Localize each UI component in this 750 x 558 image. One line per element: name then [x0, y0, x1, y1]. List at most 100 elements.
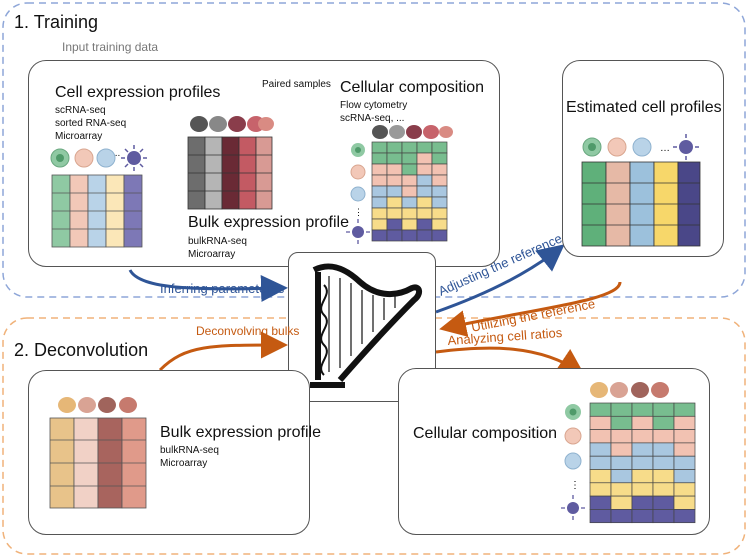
deconv-bulk-line-2: Microarray — [160, 458, 208, 469]
composition-cell — [673, 415, 696, 430]
cell-icons-ellipsis: ... — [112, 148, 121, 159]
composition-cell — [416, 163, 433, 176]
composition-cell — [673, 442, 696, 457]
composition-cell — [416, 152, 433, 165]
composition-cell — [631, 402, 654, 417]
composition-cell — [610, 469, 633, 484]
deconvolving-label: Deconvolving bulks — [196, 324, 300, 338]
utilizing-arrow — [439, 281, 622, 337]
composition-cell — [652, 469, 675, 484]
tissue-icons-composition — [372, 125, 453, 139]
composition-cell — [431, 141, 448, 154]
composition-cell — [673, 482, 696, 497]
composition-cell — [371, 152, 388, 165]
tissue-icons-training — [190, 116, 274, 132]
composition-cell — [416, 207, 433, 220]
composition-cell — [652, 509, 675, 524]
composition-cell — [589, 509, 612, 524]
training-composition-line-1: Flow cytometry — [340, 100, 408, 111]
svg-text:…: … — [660, 143, 670, 154]
adjusting-arrow — [435, 244, 565, 314]
inferring-arrow — [128, 269, 288, 303]
composition-cell — [673, 495, 696, 510]
cell-icons-training — [50, 145, 147, 171]
composition-cell — [416, 174, 433, 187]
composition-cell — [610, 402, 633, 417]
composition-cell — [401, 163, 418, 176]
deconvolving-arrow — [158, 331, 288, 372]
composition-cell — [386, 152, 403, 165]
cell-profiles-line-2: sorted RNA-seq — [55, 118, 127, 129]
harp-icon — [310, 263, 422, 388]
composition-cell — [631, 469, 654, 484]
composition-cell — [610, 482, 633, 497]
deconv-composition-title: Cellular composition — [413, 425, 558, 442]
cell-expression-matrix — [51, 174, 143, 248]
composition-cell — [431, 185, 448, 198]
composition-cell — [652, 482, 675, 497]
composition-cell — [631, 429, 654, 444]
input-training-label: Input training data — [62, 40, 159, 54]
composition-cell — [386, 174, 403, 187]
composition-cell — [401, 196, 418, 209]
composition-cell — [371, 196, 388, 209]
inferring-label: Inferring parameteres — [160, 281, 285, 296]
deconv-bulk-title: Bulk expression profile — [160, 424, 321, 441]
composition-cell — [610, 442, 633, 457]
composition-cell — [589, 455, 612, 470]
composition-cell — [401, 185, 418, 198]
composition-cell — [631, 415, 654, 430]
composition-cell — [386, 229, 403, 242]
composition-cell — [610, 509, 633, 524]
composition-cell — [673, 469, 696, 484]
deconv-bulk-line-1: bulkRNA-seq — [160, 445, 219, 456]
cell-profiles-title: Cell expression profiles — [55, 84, 221, 101]
composition-cell — [610, 455, 633, 470]
composition-cell — [401, 141, 418, 154]
bulk-expression-matrix-training — [187, 136, 273, 210]
composition-cell — [371, 174, 388, 187]
composition-cell — [386, 196, 403, 209]
peach-cell-icon — [74, 148, 94, 168]
composition-cell — [652, 402, 675, 417]
composition-cell — [673, 402, 696, 417]
composition-cell — [371, 218, 388, 231]
training-bulk-line-2: Microarray — [188, 249, 236, 260]
composition-cell — [431, 152, 448, 165]
training-composition-title: Cellular composition — [340, 79, 485, 96]
composition-cell — [652, 429, 675, 444]
composition-cell — [431, 163, 448, 176]
training-bulk-line-1: bulkRNA-seq — [188, 236, 247, 247]
composition-cell — [589, 415, 612, 430]
composition-cell — [673, 455, 696, 470]
purple-cell-icon — [127, 151, 141, 165]
composition-cell — [401, 207, 418, 220]
composition-cell — [673, 429, 696, 444]
training-composition-line-2: scRNA-seq, ... — [340, 113, 405, 124]
bulk-expression-matrix-deconv — [49, 417, 147, 509]
composition-cell — [371, 207, 388, 220]
estimated-profiles-title: Estimated cell profiles — [566, 99, 722, 116]
composition-cell — [652, 442, 675, 457]
svg-text:⋮: ⋮ — [570, 480, 580, 491]
composition-cell — [416, 185, 433, 198]
analyzing-arrow — [435, 346, 585, 376]
cell-icons-composition-column: ⋮ — [346, 143, 370, 244]
composition-cell — [431, 207, 448, 220]
composition-cell — [371, 185, 388, 198]
composition-cell — [431, 174, 448, 187]
deconvolution-title: 2. Deconvolution — [14, 340, 149, 360]
composition-cell — [652, 455, 675, 470]
composition-cell — [401, 174, 418, 187]
composition-matrix-training — [371, 141, 448, 242]
composition-cell — [631, 482, 654, 497]
composition-cell — [416, 141, 433, 154]
composition-cell — [589, 402, 612, 417]
composition-cell — [386, 185, 403, 198]
cell-profiles-line-1: scRNA-seq — [55, 105, 106, 116]
composition-cell — [631, 455, 654, 470]
composition-cell — [416, 229, 433, 242]
composition-cell — [386, 141, 403, 154]
